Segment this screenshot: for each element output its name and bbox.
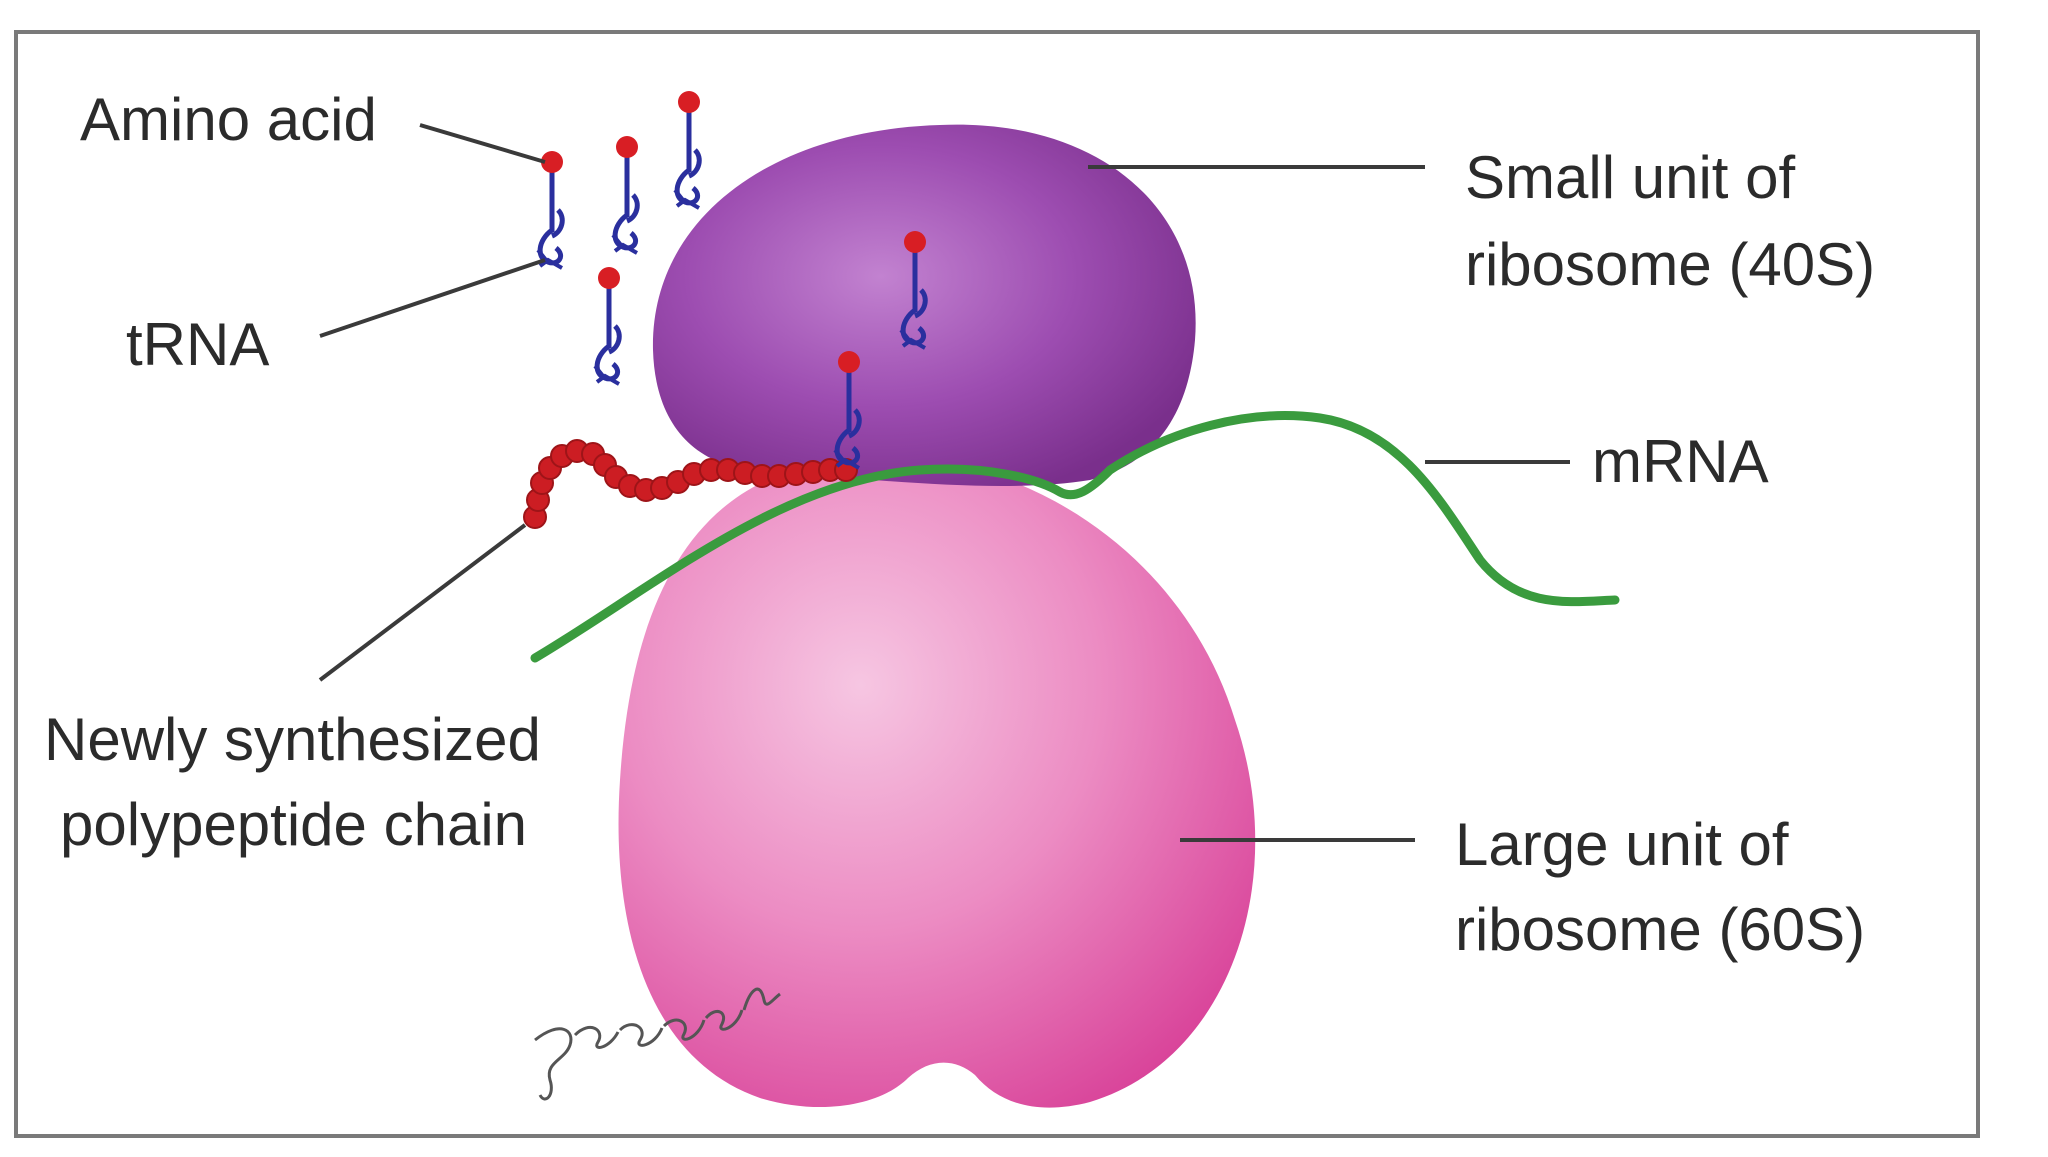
label-small-unit-line1: Small unit of [1465, 144, 1795, 211]
label-large-unit-line2: ribosome (60S) [1455, 896, 1865, 963]
label-polypeptide-line1: Newly synthesized [44, 706, 541, 773]
label-trna: tRNA [126, 311, 269, 378]
label-mrna: mRNA [1592, 428, 1769, 495]
label-large-unit-line1: Large unit of [1455, 811, 1789, 878]
label-amino-acid: Amino acid [80, 86, 377, 153]
label-small-unit-line2: ribosome (40S) [1465, 231, 1875, 298]
label-polypeptide-line2: polypeptide chain [60, 791, 527, 858]
